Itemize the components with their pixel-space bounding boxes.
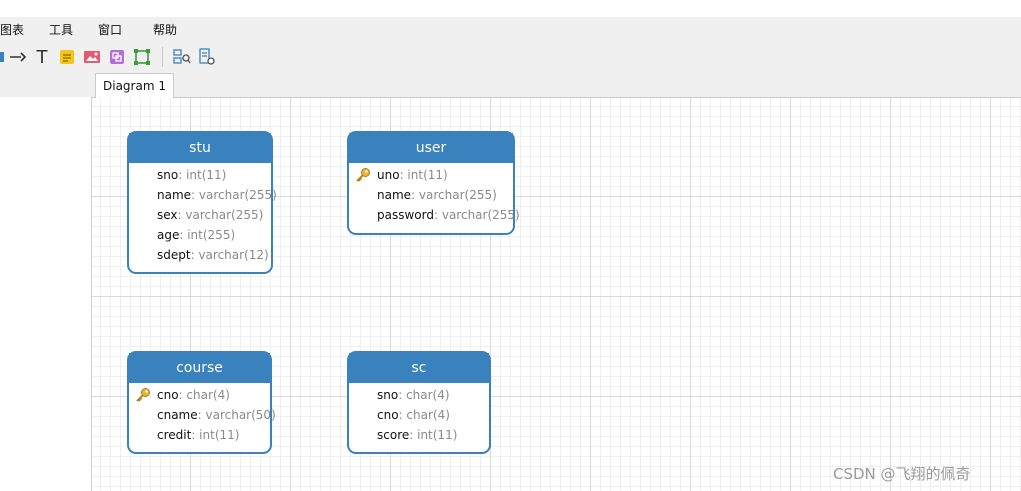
field-name: password: [377, 208, 434, 222]
field-row[interactable]: sex: varchar(255): [129, 205, 271, 225]
field-row[interactable]: cno: char(4): [129, 385, 270, 405]
field-name: sno: [157, 168, 179, 182]
field-row[interactable]: uno: int(11): [349, 165, 513, 185]
field-name: sex: [157, 208, 178, 222]
layer-tool-icon[interactable]: [133, 48, 151, 66]
menu-bar: 图表 工具 窗口 帮助: [0, 17, 1021, 43]
field-name: sno: [377, 388, 399, 402]
zoom-fit-icon[interactable]: [173, 48, 191, 66]
field-name: name: [377, 188, 412, 202]
field-name: sdept: [157, 248, 191, 262]
field-separator: :: [398, 388, 407, 402]
text-tool-glyph: T: [36, 46, 48, 68]
field-type: int(255): [187, 228, 236, 242]
entity-course[interactable]: course cno: char(4) cname: varchar(50) c…: [127, 351, 276, 454]
menu-window[interactable]: 窗口: [98, 23, 123, 37]
field-separator: :: [433, 208, 442, 222]
field-row[interactable]: cno: char(4): [349, 405, 489, 425]
field-row[interactable]: name: varchar(255): [349, 185, 513, 205]
image-tool-icon[interactable]: [83, 48, 101, 66]
field-separator: :: [178, 168, 187, 182]
field-type: int(11): [199, 428, 240, 442]
connector-tool-icon[interactable]: [9, 48, 27, 66]
field-row[interactable]: sdept: varchar(12): [129, 245, 271, 265]
field-row[interactable]: age: int(255): [129, 225, 271, 245]
field-row[interactable]: sno: int(11): [129, 165, 271, 185]
field-separator: :: [197, 408, 206, 422]
entity-title: stu: [129, 133, 271, 163]
field-type: varchar(255): [441, 208, 520, 222]
field-row[interactable]: sno: char(4): [349, 385, 489, 405]
left-panel: [0, 97, 92, 491]
field-name: cname: [157, 408, 198, 422]
text-tool-icon[interactable]: T: [33, 46, 51, 68]
field-separator: :: [399, 168, 408, 182]
field-separator: :: [179, 228, 188, 242]
field-separator: :: [398, 408, 407, 422]
field-separator: :: [409, 428, 418, 442]
title-strip: [0, 0, 1021, 17]
toolbar: T: [0, 43, 1021, 71]
menu-tools[interactable]: 工具: [49, 23, 74, 37]
relation-tool-icon[interactable]: [0, 48, 10, 66]
field-row[interactable]: password: varchar(255): [349, 205, 520, 225]
zoom-settings-icon[interactable]: [198, 48, 216, 66]
toolbar-separator: [162, 47, 163, 67]
field-separator: :: [178, 388, 187, 402]
field-row[interactable]: score: int(11): [349, 425, 489, 445]
entity-title: sc: [349, 353, 489, 383]
field-name: name: [157, 188, 192, 202]
entity-stu[interactable]: stu sno: int(11) name: varchar(255) sex:…: [127, 131, 277, 274]
field-type: int(11): [186, 168, 227, 182]
field-row[interactable]: credit: int(11): [129, 425, 270, 445]
field-type: varchar(50): [205, 408, 276, 422]
field-separator: :: [177, 208, 186, 222]
field-separator: :: [191, 188, 199, 202]
field-type: varchar(255): [418, 188, 497, 202]
tab-diagram-1[interactable]: Diagram 1: [95, 73, 174, 98]
field-row[interactable]: name: varchar(255): [129, 185, 277, 205]
field-type: varchar(255): [185, 208, 264, 222]
field-name: cno: [157, 388, 179, 402]
field-separator: :: [411, 188, 419, 202]
shape-tool-icon[interactable]: [108, 48, 126, 66]
menu-help[interactable]: 帮助: [153, 23, 178, 37]
watermark: CSDN @飞翔的佩奇: [833, 465, 971, 483]
entity-user[interactable]: user uno: int(11) name: varchar(255) pas…: [347, 131, 520, 235]
field-type: char(4): [406, 388, 450, 402]
field-name: age: [157, 228, 180, 242]
field-separator: :: [190, 248, 199, 262]
field-type: char(4): [186, 388, 230, 402]
primary-key-icon: [356, 168, 370, 182]
note-tool-icon[interactable]: [58, 48, 76, 66]
field-name: credit: [157, 428, 192, 442]
field-type: int(11): [407, 168, 448, 182]
field-separator: :: [191, 428, 200, 442]
field-name: cno: [377, 408, 399, 422]
field-name: score: [377, 428, 410, 442]
field-type: varchar(255): [198, 188, 277, 202]
field-type: int(11): [417, 428, 458, 442]
field-row[interactable]: cname: varchar(50): [129, 405, 276, 425]
tab-bar: Diagram 1: [0, 71, 1021, 98]
primary-key-icon: [136, 388, 150, 402]
field-name: uno: [377, 168, 400, 182]
field-type: char(4): [406, 408, 450, 422]
entity-title: course: [129, 353, 270, 383]
entity-title: user: [349, 133, 513, 163]
field-type: varchar(12): [198, 248, 269, 262]
entity-sc[interactable]: sc sno: char(4) cno: char(4) score: int(…: [347, 351, 491, 454]
menu-chart[interactable]: 图表: [0, 23, 25, 37]
